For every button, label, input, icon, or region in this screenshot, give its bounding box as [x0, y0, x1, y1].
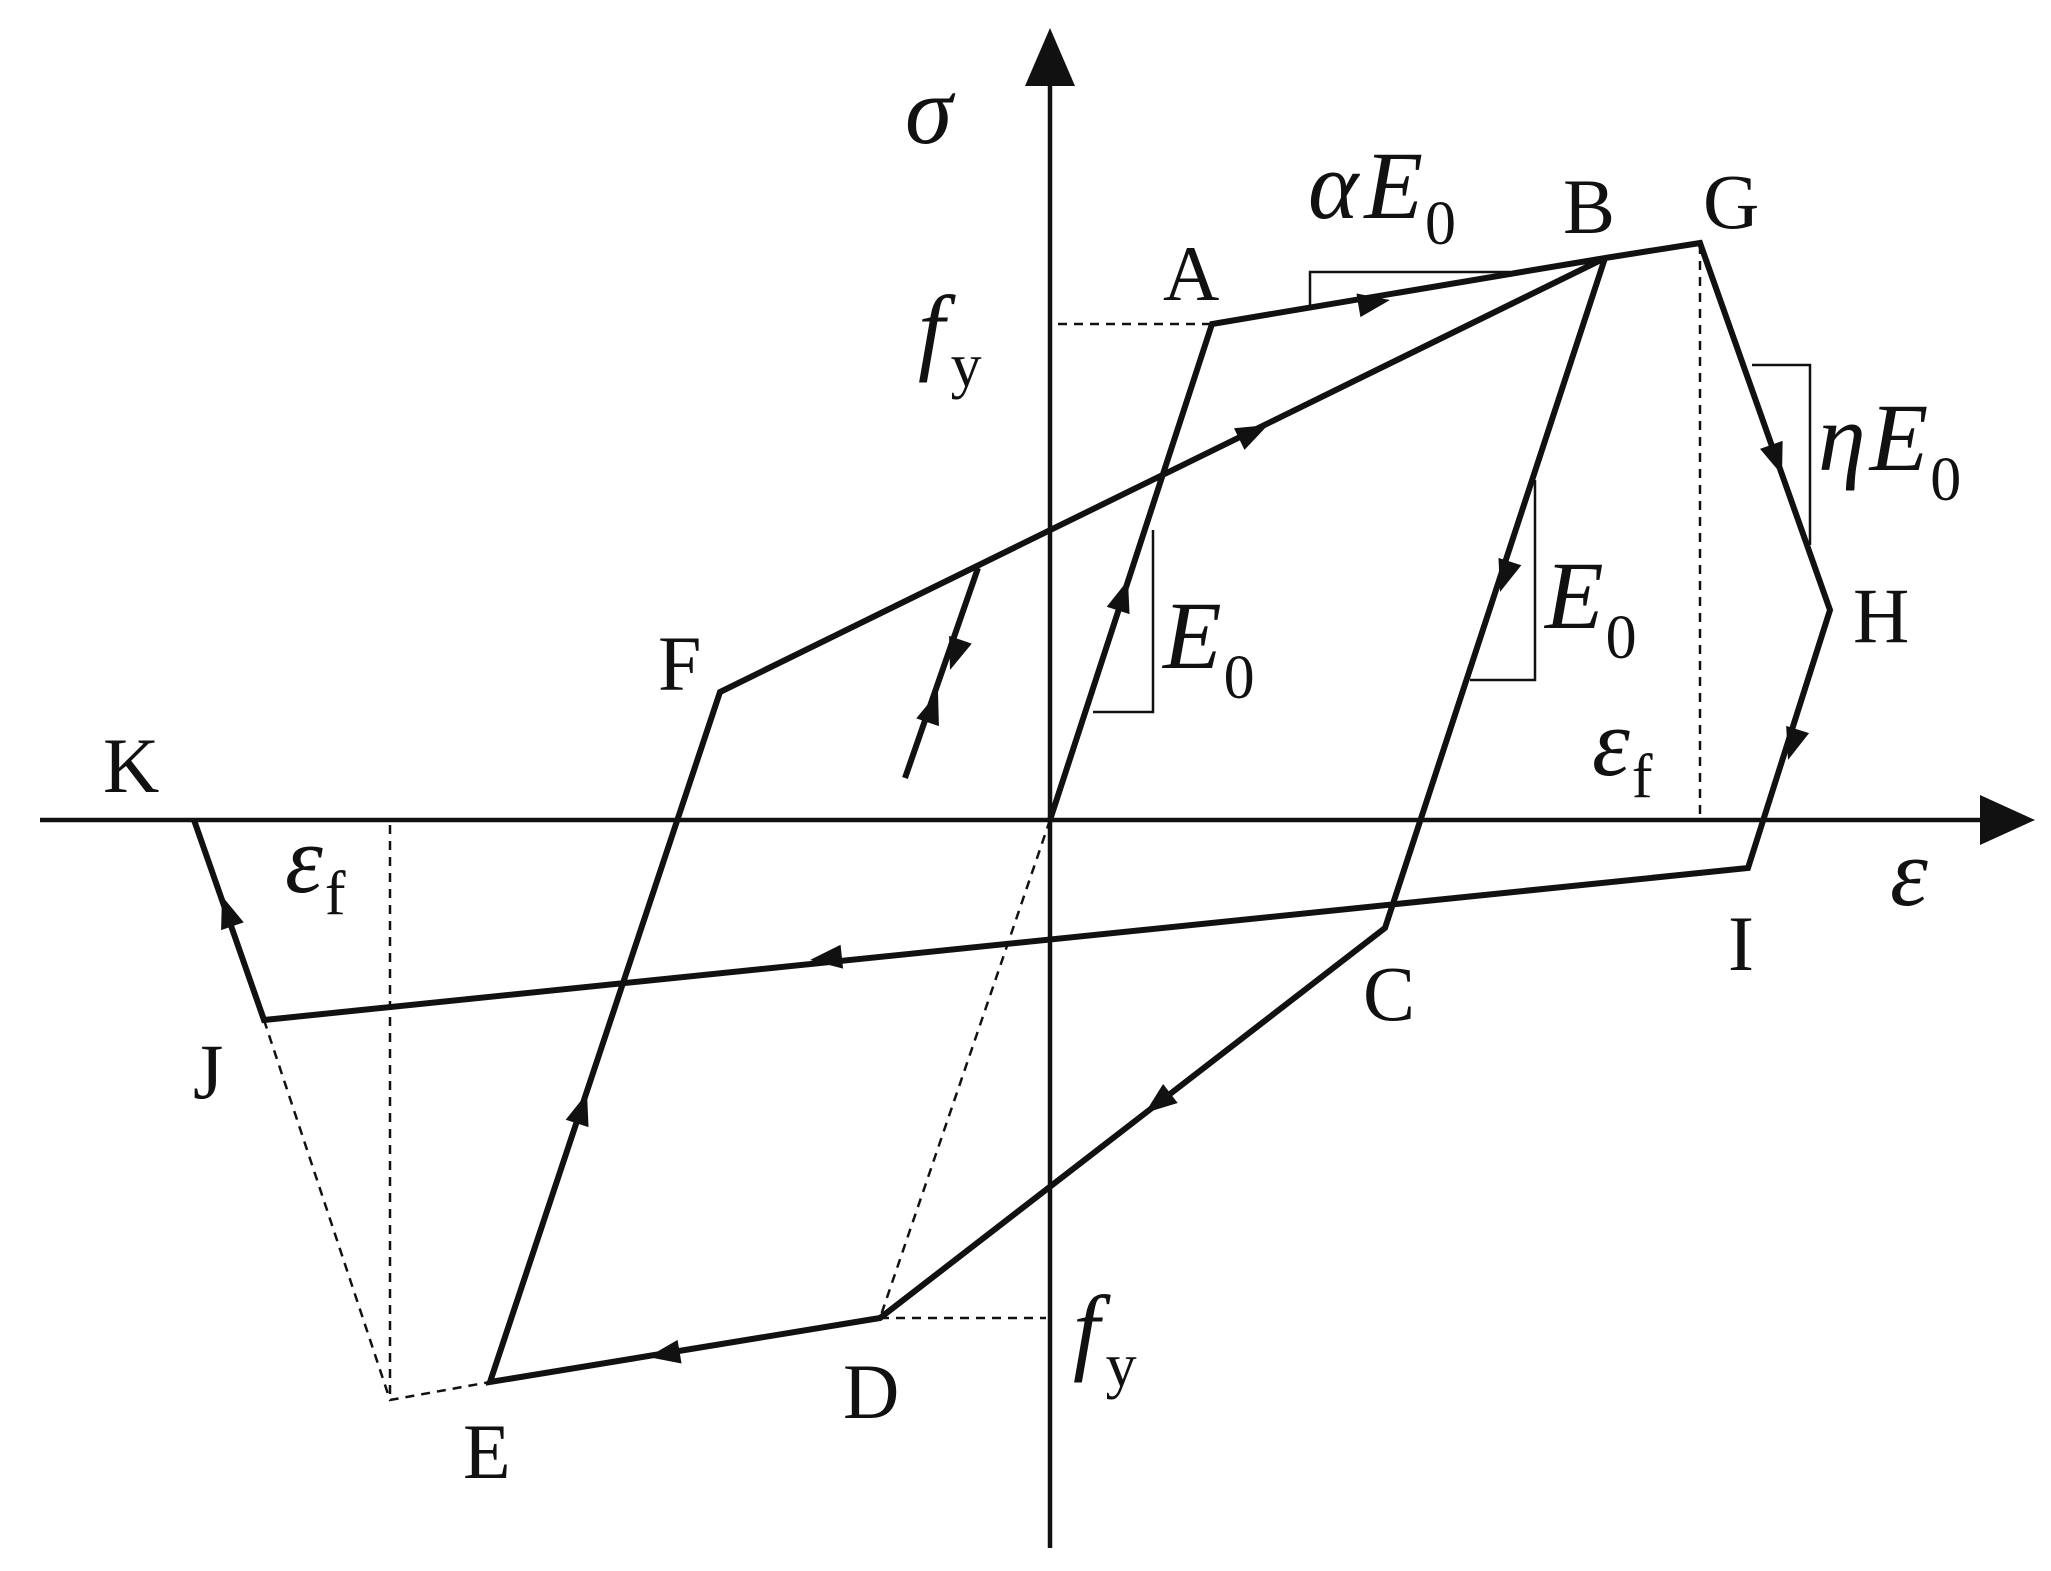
point-label-h: H — [1853, 572, 1909, 659]
eta-e0-slope-triangle — [1752, 363, 1812, 545]
e0-right-sub: 0 — [1606, 604, 1637, 672]
y-axis-symbol: σ — [905, 57, 956, 164]
x-axis-symbol: ε — [1890, 819, 1928, 926]
point-label-j: J — [193, 1028, 223, 1115]
alpha-e-sub: 0 — [1425, 190, 1456, 258]
arrow-o-a — [1106, 580, 1130, 615]
fracture-guide-left — [262, 1019, 491, 1402]
arrow-g-h — [1760, 440, 1783, 475]
eta-e0-label: ηE0 — [1818, 384, 1961, 514]
point-label-f: F — [658, 620, 701, 707]
ef-left-sub: f — [325, 860, 346, 928]
elastic-unload-guide-left — [878, 819, 1052, 1319]
e0-label-left: E0 — [1161, 582, 1255, 712]
e0-slope-triangle-left — [1093, 530, 1155, 714]
arrow-d-e — [648, 1339, 682, 1364]
x-axis-arrowhead — [1980, 795, 2035, 845]
point-label-b: B — [1563, 163, 1615, 250]
alpha-coef: α — [1308, 132, 1360, 239]
point-label-e: E — [463, 1408, 511, 1495]
point-label-i: I — [1728, 900, 1754, 987]
e0-left-base: E — [1161, 582, 1222, 689]
arrow-i-j — [810, 944, 844, 969]
point-label-a: A — [1163, 230, 1219, 317]
e0-left-sub: 0 — [1224, 644, 1255, 712]
eta-e-base: E — [1868, 384, 1929, 491]
arrow-j-k — [221, 896, 244, 931]
eta-coef: η — [1818, 384, 1866, 491]
arrow-h-i — [1786, 725, 1810, 760]
arrow-f-b — [1233, 425, 1268, 450]
e0-label-right: E0 — [1543, 542, 1637, 672]
point-label-k: K — [103, 722, 159, 809]
alpha-e-base: E — [1362, 132, 1423, 239]
point-label-c: C — [1363, 950, 1415, 1037]
arrow-e-f — [565, 1093, 589, 1128]
arrow-inner-down — [949, 635, 972, 670]
ef-left-base: ε — [285, 806, 323, 913]
alpha-e0-slope-triangle — [1308, 270, 1510, 305]
ef-label-left: εf — [285, 806, 346, 928]
fy-label-top: fy — [918, 276, 982, 400]
ef-right-sub: f — [1632, 743, 1653, 811]
arrow-inner-up — [916, 692, 939, 727]
y-axis-arrowhead — [1025, 28, 1075, 86]
fy-top-sub: y — [951, 332, 982, 400]
hysteresis-curve — [191, 239, 1834, 1386]
e0-slope-triangle-right — [1470, 480, 1537, 682]
direction-arrowheads — [221, 293, 1810, 1364]
fy-label-bottom: fy — [1073, 1276, 1137, 1400]
alpha-e0-label: αE0 — [1308, 132, 1456, 258]
reload-branch-inner — [902, 567, 981, 779]
eta-e-sub: 0 — [1930, 446, 1961, 514]
fy-bottom-sub: y — [1106, 1332, 1137, 1400]
arrow-c-d — [1145, 1083, 1178, 1113]
ef-right-base: ε — [1592, 689, 1630, 796]
ef-label-right: εf — [1592, 689, 1653, 811]
point-label-g: G — [1703, 158, 1759, 245]
arrow-a-b — [1356, 293, 1390, 318]
arrow-b-c — [1498, 557, 1522, 592]
e0-right-base: E — [1543, 542, 1604, 649]
point-label-d: D — [843, 1348, 899, 1435]
